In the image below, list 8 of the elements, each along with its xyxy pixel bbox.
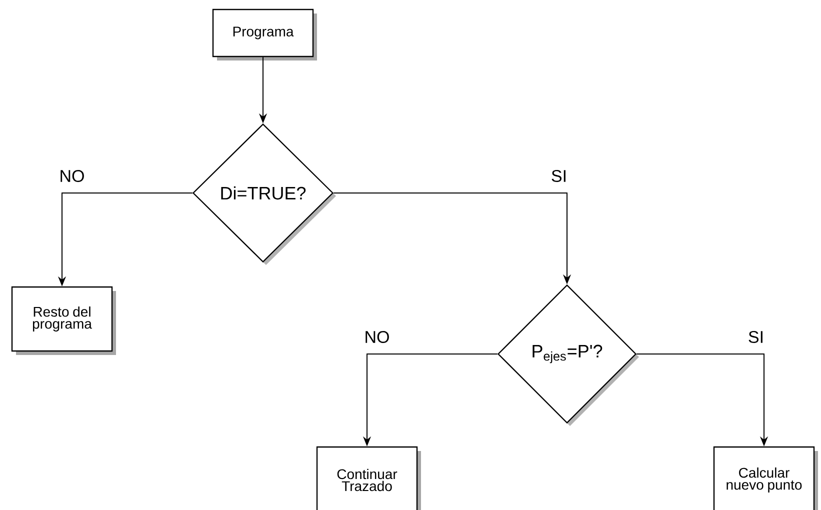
process-box: Continuar Trazado (316, 446, 421, 510)
process-box: Calcular nuevo punto (713, 446, 818, 510)
process-box: Programa (212, 8, 317, 60)
edge-label: SI (550, 168, 568, 183)
process-box: Resto del programa (11, 286, 116, 355)
edge-label: SI (746, 330, 766, 344)
edge-label: NO (58, 168, 86, 183)
edge-label: NO (363, 330, 391, 344)
